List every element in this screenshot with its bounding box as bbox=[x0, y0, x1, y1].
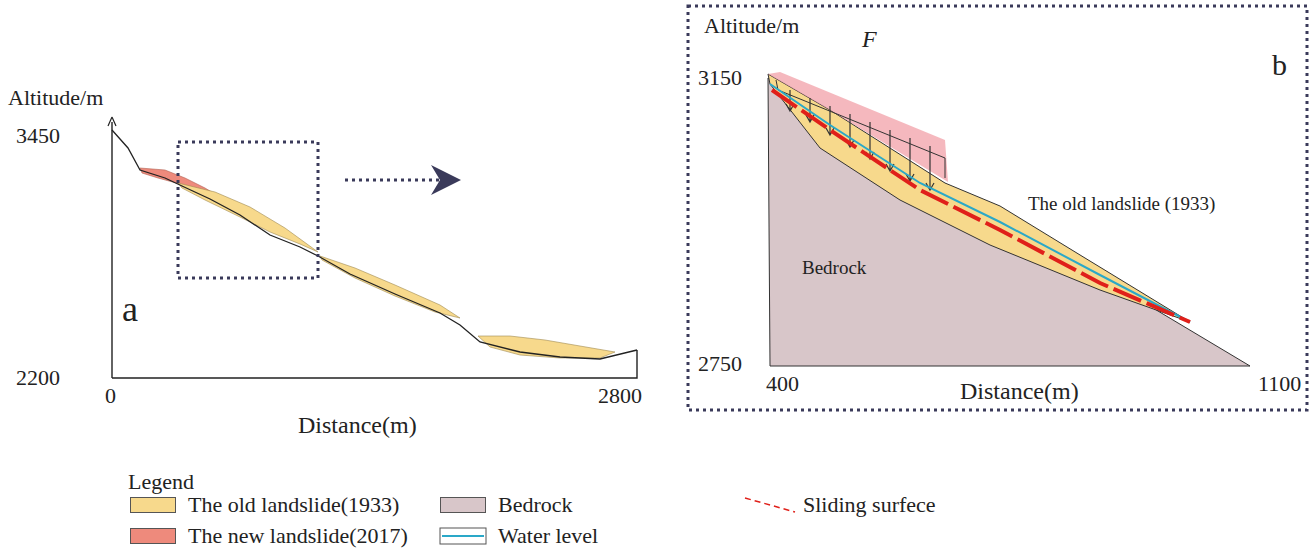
label: 3150 bbox=[698, 66, 742, 90]
legend-swatch bbox=[130, 497, 176, 513]
label: 2800 bbox=[598, 384, 642, 408]
legend-text: Water level bbox=[498, 524, 598, 548]
panel-b bbox=[688, 6, 1307, 410]
legend-text: Sliding surfece bbox=[803, 493, 936, 517]
label: Distance(m) bbox=[960, 378, 1079, 404]
label: The old landslide (1933) bbox=[1028, 194, 1215, 215]
legend-text: The old landslide(1933) bbox=[188, 493, 399, 517]
label: Distance(m) bbox=[298, 412, 417, 438]
label: 2200 bbox=[16, 366, 60, 390]
label: Altitude/m bbox=[704, 14, 799, 38]
legend-text: Bedrock bbox=[498, 493, 573, 517]
label: a bbox=[122, 290, 138, 330]
label: b bbox=[1272, 48, 1287, 81]
legend-swatch bbox=[440, 497, 486, 513]
legend-swatch bbox=[130, 528, 176, 544]
label: 2750 bbox=[698, 352, 742, 376]
label: Altitude/m bbox=[8, 86, 103, 110]
label: 3450 bbox=[16, 124, 60, 148]
legend-line-sample bbox=[745, 498, 795, 512]
legend-text: The new landslide(2017) bbox=[188, 524, 408, 548]
label: 0 bbox=[105, 384, 116, 408]
legend-line-sample bbox=[442, 535, 484, 537]
label: 400 bbox=[766, 372, 799, 396]
label: Legend bbox=[128, 470, 194, 494]
label: Bedrock bbox=[802, 258, 866, 279]
panel-a bbox=[108, 117, 637, 378]
legend-line-sample bbox=[440, 528, 486, 544]
label: F bbox=[862, 26, 877, 52]
label: 1100 bbox=[1258, 372, 1301, 396]
